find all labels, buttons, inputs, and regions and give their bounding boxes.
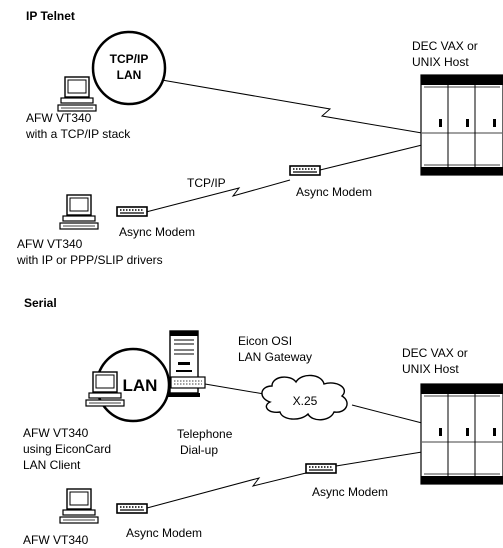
pc1-label-line2: using EiconCard [23,442,111,456]
section-heading-serial: Serial [24,296,57,310]
modem-left-label: Async Modem [119,225,195,239]
modem-right-label: Async Modem [312,485,388,499]
modem-icon [289,165,321,176]
pc1-label-line2: with a TCP/IP stack [25,127,131,141]
link-cloud-to-host [351,404,423,424]
pc1-label-line1: AFW VT340 [26,111,92,125]
tcpip-lan-circle [91,30,167,106]
phone-label-line1: Telephone [177,427,233,441]
modem-icon [305,463,337,474]
host-label-line2: UNIX Host [412,55,469,69]
link-modem-to-host [335,451,423,467]
host-cabinet-icon [420,383,503,485]
lan-label: LAN [123,376,158,395]
host-cabinet-icon [420,74,503,176]
lan-label-line2: LAN [117,68,142,82]
pc1-label-line3: LAN Client [23,458,81,472]
link-gateway-to-cloud [204,383,265,395]
link-modem-to-host [319,144,423,171]
workstation-icon [59,194,99,230]
gateway-label-line2: LAN Gateway [238,350,312,364]
phone-label-line2: Dial-up [180,443,218,457]
link-modem-to-modem [145,179,291,213]
host-label-line1: DEC VAX or [402,346,468,360]
link-lan-to-host [155,78,423,134]
pc2-label-line2: with IP or PPP/SLIP drivers [16,253,163,267]
pc2-label-line1: AFW VT340 [17,237,83,251]
x25-cloud-icon [261,374,348,421]
workstation-icon [59,488,99,524]
link-dialup [146,472,307,509]
pc1-label-line1: AFW VT340 [23,426,89,440]
cloud-label: X.25 [293,394,318,408]
gateway-label-line1: Eicon OSI [238,334,292,348]
modem-icon [116,206,148,217]
host-label-line1: DEC VAX or [412,39,478,53]
modem-icon [116,503,148,514]
modem-left-label: Async Modem [126,526,202,540]
modem-right-label: Async Modem [296,185,372,199]
host-label-line2: UNIX Host [402,362,459,376]
section-heading-ip-telnet: IP Telnet [26,9,75,23]
gateway-tower-icon [168,330,206,397]
link-label-tcpip: TCP/IP [187,176,226,190]
workstation-icon [57,76,97,112]
lan-label-line1: TCP/IP [110,52,149,66]
pc2-label-line1: AFW VT340 [23,533,89,547]
